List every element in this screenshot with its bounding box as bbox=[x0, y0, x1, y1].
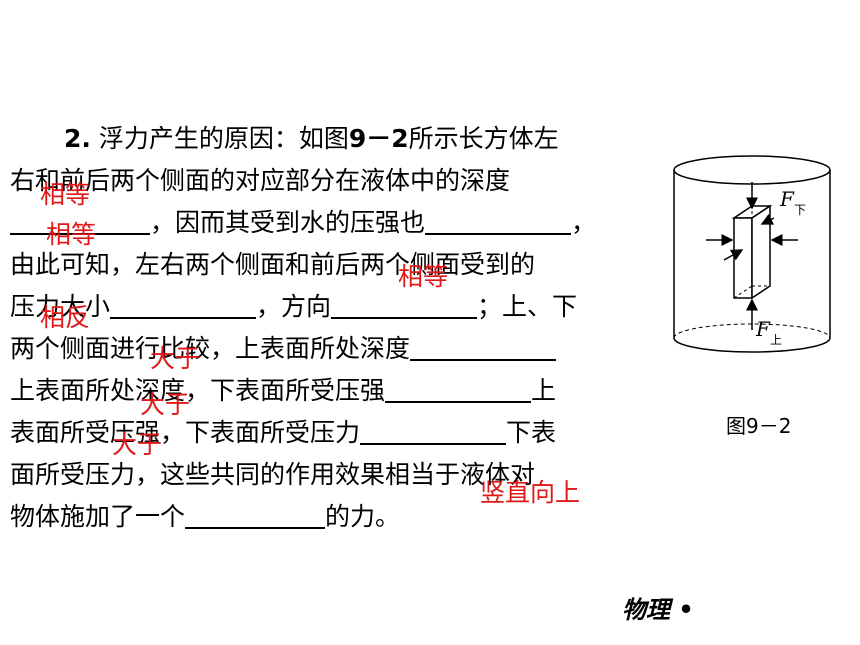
label-f-top: F bbox=[779, 187, 795, 211]
blank-1[interactable] bbox=[10, 203, 150, 235]
figure-caption: 图9－2 bbox=[726, 414, 792, 438]
label-f-bottom: F bbox=[755, 317, 771, 341]
line-7: 上表面所处深度，下表面所受压强上 bbox=[10, 370, 632, 412]
answer-8: 竖直向上 bbox=[480, 478, 581, 507]
answer-1: 相等 bbox=[40, 180, 91, 209]
answer-5: 大于 bbox=[150, 344, 201, 373]
blank-6[interactable] bbox=[385, 371, 532, 403]
line-1: 2. 浮力产生的原因：如图9－2所示长方体左 bbox=[64, 124, 559, 153]
blank-3[interactable] bbox=[110, 287, 257, 319]
blank-8[interactable] bbox=[185, 497, 326, 529]
answer-3: 相等 bbox=[398, 262, 449, 291]
line-2: 右和前后两个侧面的对应部分在液体中的深度 bbox=[10, 166, 511, 195]
line-3: ，因而其受到水的压强也， bbox=[10, 202, 632, 244]
cylinder-diagram: F 下 F 上 bbox=[673, 155, 831, 353]
label-f-top-sub: 下 bbox=[794, 203, 806, 217]
cylinder-figure: F 下 F 上 bbox=[662, 148, 842, 388]
blank-4[interactable] bbox=[331, 287, 478, 319]
line-5: 压力大小，方向；上、下 bbox=[10, 286, 632, 328]
blank-2[interactable] bbox=[425, 203, 572, 235]
answer-4: 相反 bbox=[40, 303, 91, 332]
subject-label: 物理 • bbox=[622, 595, 694, 624]
answer-2: 相等 bbox=[46, 220, 97, 249]
line-10: 物体施加了一个的力。 bbox=[10, 496, 632, 538]
answer-6: 大于 bbox=[140, 390, 191, 419]
line-8: 表面所受压强，下表面所受压力下表 bbox=[10, 412, 632, 454]
blank-7[interactable] bbox=[360, 413, 507, 445]
line-6: 两个侧面进行比较，上表面所处深度 bbox=[10, 328, 632, 370]
question-number: 2. bbox=[64, 124, 91, 153]
answer-7: 大于 bbox=[112, 430, 163, 459]
label-f-bottom-sub: 上 bbox=[770, 333, 782, 347]
line-9: 面所受压力，这些共同的作用效果相当于液体对 bbox=[10, 460, 536, 489]
line-4: 由此可知，左右两个侧面和前后两个侧面受到的 bbox=[10, 250, 536, 279]
question-paragraph: 2. 浮力产生的原因：如图9－2所示长方体左 右和前后两个侧面的对应部分在液体中… bbox=[10, 118, 632, 538]
blank-5[interactable] bbox=[410, 329, 557, 361]
